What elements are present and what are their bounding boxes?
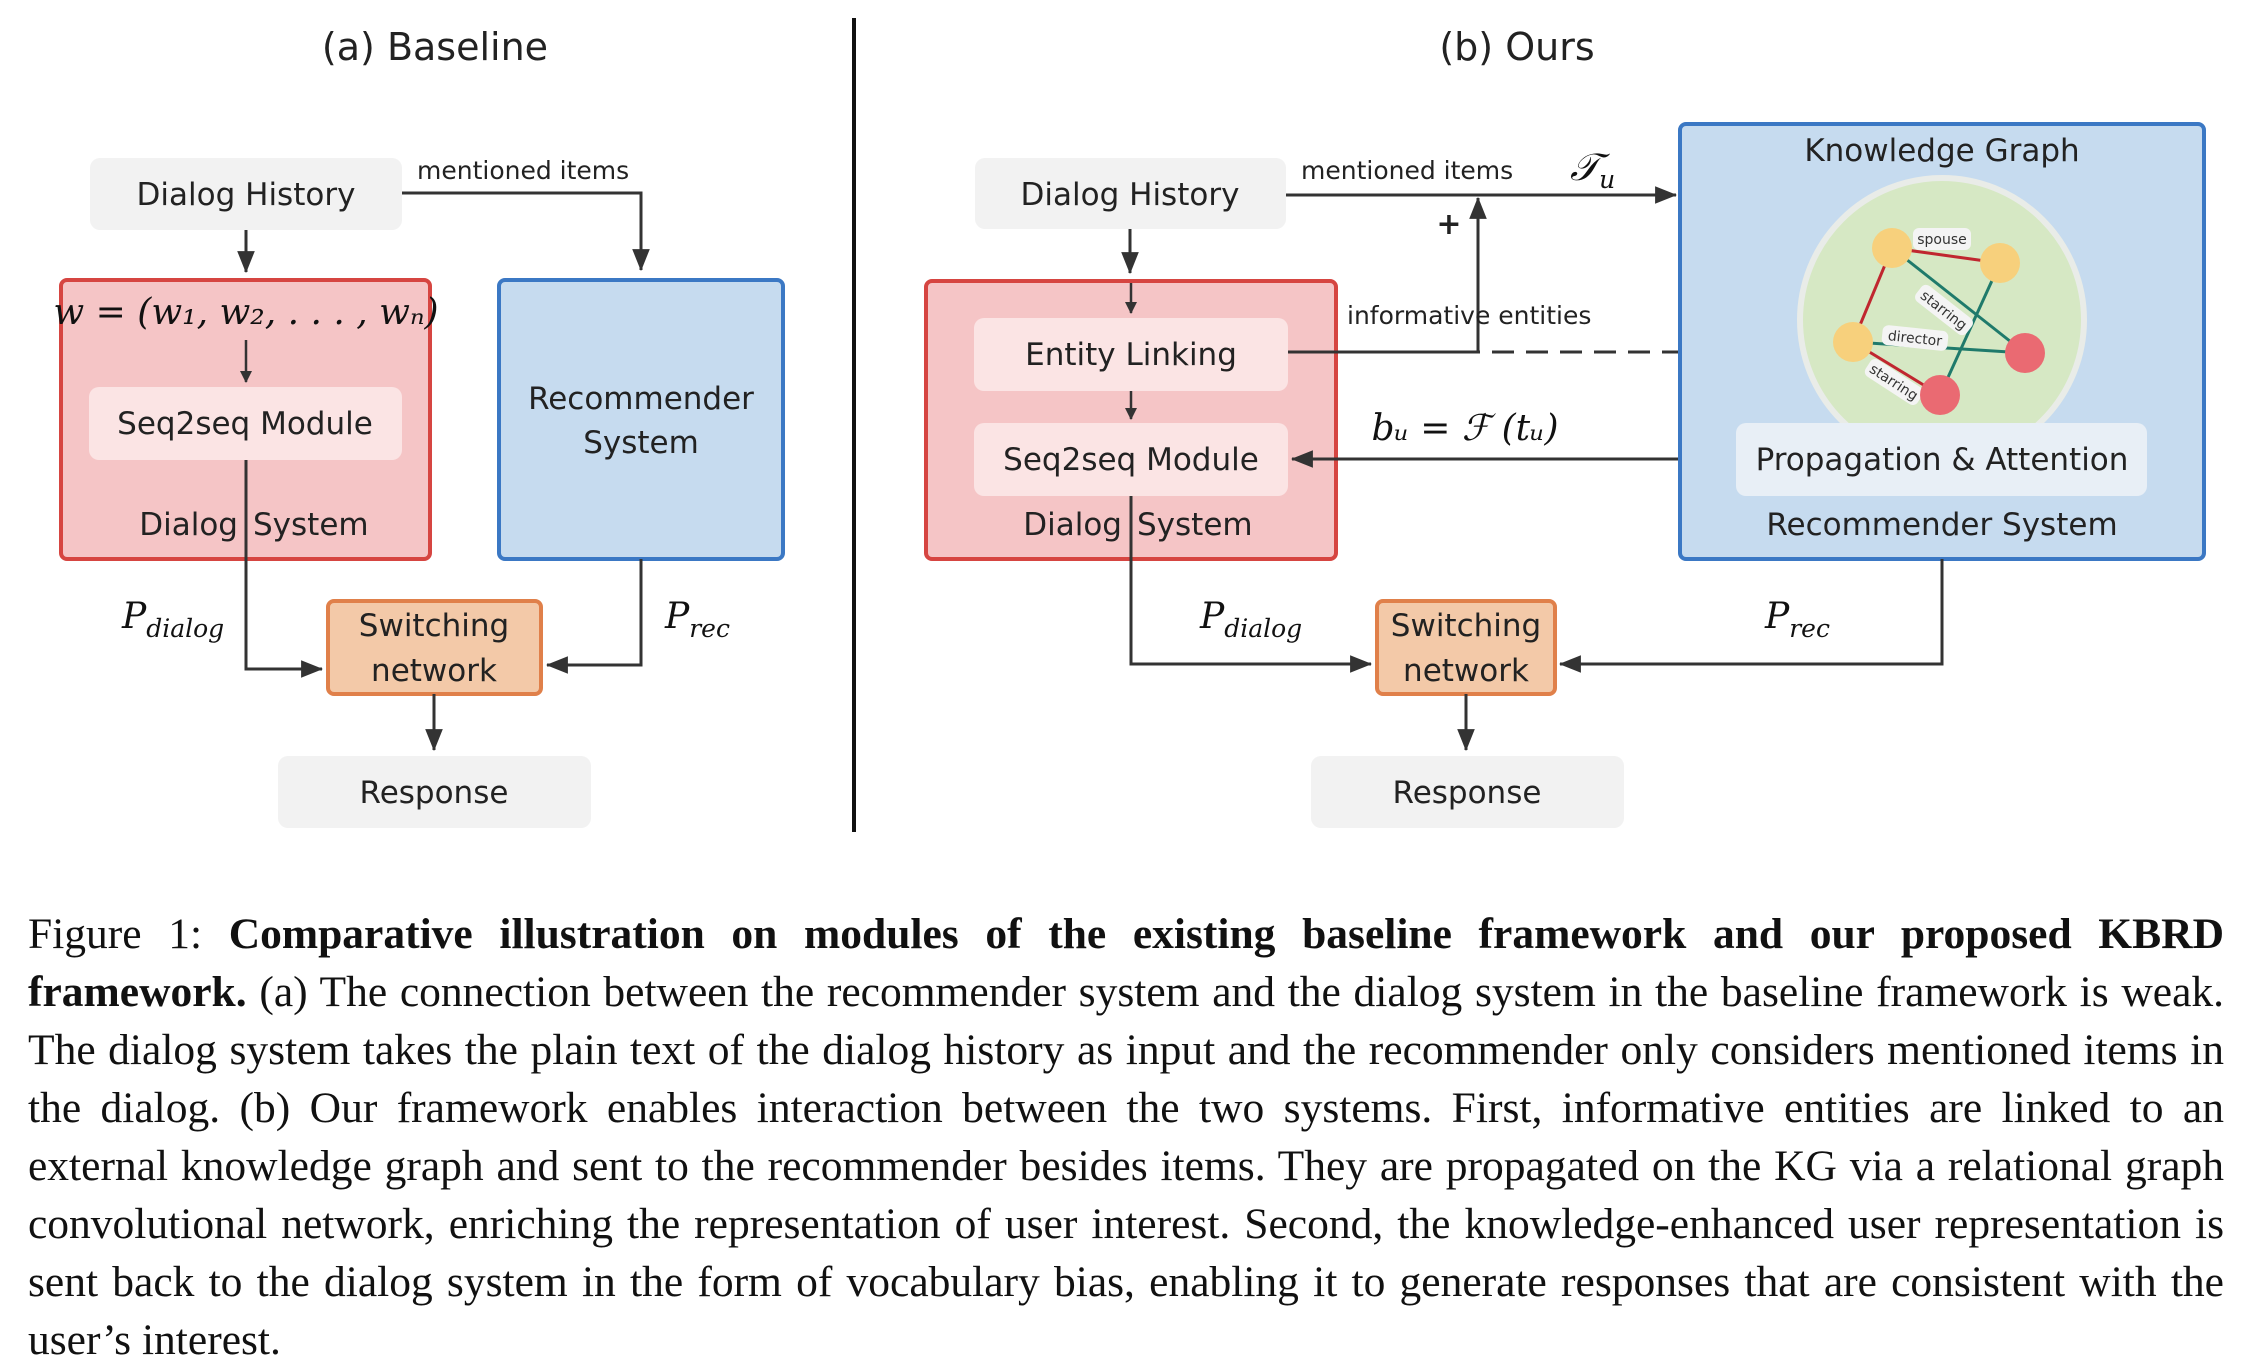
ours-prec-label: Prec (1764, 596, 1830, 643)
baseline-pdialog-label: Pdialog (121, 596, 224, 643)
baseline-recommender-label-1: Recommender (528, 381, 754, 417)
baseline-recommender-label-2: System (583, 425, 699, 461)
svg-text:spouse: spouse (1917, 232, 1967, 248)
ours-entity-linking-label: Entity Linking (1025, 337, 1237, 373)
ours-switching-label-1: Switching (1391, 608, 1541, 644)
caption-body-text: (a) The connection between the recommend… (28, 968, 2225, 1364)
ours-dialog-history-label: Dialog History (1021, 177, 1240, 213)
ours-seq2seq-box (974, 423, 1288, 496)
ours-pdialog-label: Pdialog (1199, 596, 1302, 643)
baseline-response-label: Response (360, 775, 509, 811)
ours-informative-entities-label: informative entities (1347, 301, 1591, 330)
baseline-title: (a) Baseline (322, 25, 548, 69)
ours-dialog-history-box (975, 158, 1286, 229)
caption-bold-text: Comparative illustration on modules of t… (28, 910, 2224, 1016)
ours-propagation-box (1736, 423, 2147, 496)
baseline-w-formula: w = (w₁, w₂, . . . , wₙ) (53, 292, 438, 333)
baseline-seq2seq-label: Seq2seq Module (117, 406, 373, 442)
baseline-seq2seq-box (89, 387, 402, 460)
ours-title: (b) Ours (1439, 25, 1594, 69)
ours-seq2seq-label: Seq2seq Module (1003, 442, 1259, 478)
ours-dialog-system-label-right: System (1137, 507, 1253, 543)
baseline-dialog-history-label: Dialog History (137, 177, 356, 213)
ours-tu-label: 𝒯u (1570, 145, 1615, 194)
ours-pdialog-arrow (1129, 496, 1373, 673)
caption-figure-label: Figure 1: (28, 910, 203, 958)
ours-bu-formula: bᵤ = ℱ (tᵤ) (1371, 408, 1558, 449)
ours-knowledge-graph-label: Knowledge Graph (1804, 133, 2079, 169)
ours-prec-arrow (1558, 559, 1944, 673)
ours-dialog-system-label-left: Dialog (1023, 507, 1122, 543)
ours-recommender-system-label: Recommender System (1766, 507, 2117, 543)
baseline-prec-arrow (545, 559, 643, 674)
ours-response-label: Response (1393, 775, 1542, 811)
knowledge-graph-illustration: spouse starring director starring (1797, 175, 2087, 465)
baseline-prec-label: Prec (664, 596, 730, 643)
baseline-dialog-history-box (90, 158, 402, 230)
baseline-switching-label-2: network (371, 653, 497, 689)
baseline-pdialog-arrow (244, 460, 324, 678)
ours-mentioned-items-label: mentioned items (1301, 156, 1513, 185)
baseline-dialog-system-label-left: Dialog (139, 507, 238, 543)
baseline-mentioned-items-label: mentioned items (417, 156, 629, 185)
ours-propagation-label: Propagation & Attention (1756, 442, 2129, 478)
svg-text:director: director (1887, 328, 1943, 350)
ours-response-box (1311, 756, 1624, 828)
figure-caption: Figure 1: Comparative illustration on mo… (28, 905, 2224, 1369)
ours-entity-linking-box (974, 318, 1288, 391)
baseline-response-box (278, 756, 591, 828)
ours-switching-label-2: network (1403, 653, 1529, 689)
ours-plus-sign: + (1436, 207, 1461, 242)
baseline-recommender-box (497, 278, 785, 561)
baseline-mentioned-items-arrow (402, 191, 650, 272)
figure-diagram: (a) Baseline Dialog History mentioned it… (53, 18, 2206, 832)
baseline-dialog-system-label-right: System (253, 507, 369, 543)
baseline-switching-label-1: Switching (359, 608, 509, 644)
